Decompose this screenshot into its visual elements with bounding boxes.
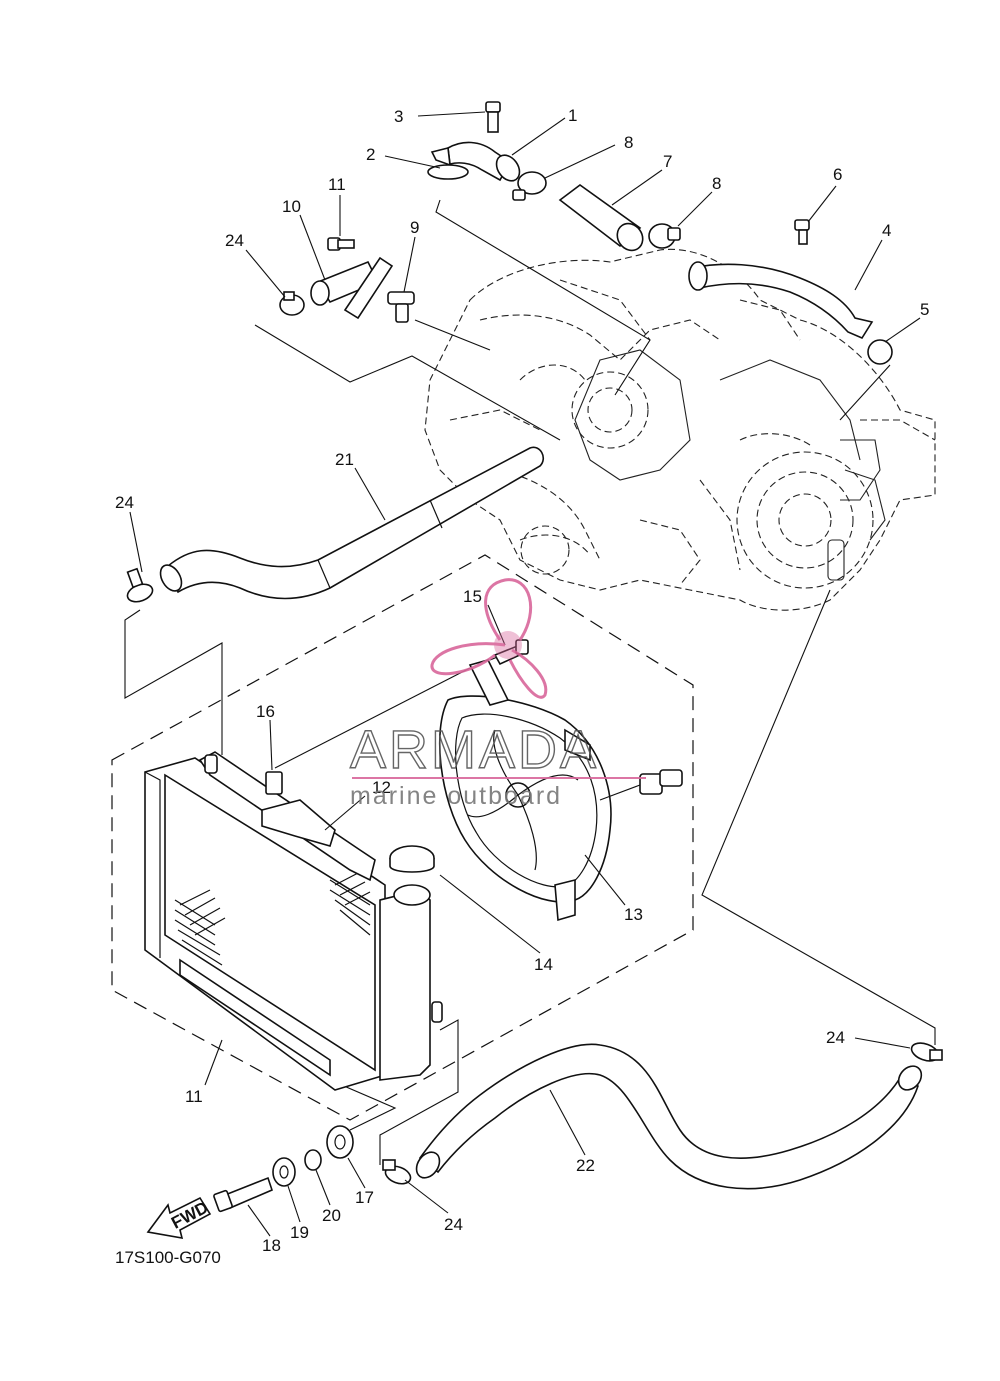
part-15-radiator-cap[interactable]: [389, 845, 435, 906]
part-2-o-ring[interactable]: [427, 164, 469, 180]
forward-direction-arrow: FWD: [146, 1196, 211, 1240]
watermark-tagline: marine outboard: [350, 782, 562, 810]
radiator-assembly-boundary: [111, 554, 694, 1121]
callout-12: 11: [185, 1087, 203, 1106]
part-1-elbow-pipe[interactable]: [430, 141, 524, 185]
callout-23: 22: [576, 1156, 595, 1175]
callout-16: 15: [463, 587, 482, 606]
engine-block-outline: [424, 248, 936, 611]
part-23-lower-hose[interactable]: [412, 1043, 926, 1190]
part-10-water-outlet[interactable]: [310, 256, 394, 320]
part-9-thermo-sensor[interactable]: [387, 291, 415, 323]
part-8-clamp-lower[interactable]: [648, 223, 681, 249]
part-3-bolt[interactable]: [485, 101, 501, 133]
part-24-hose-clamp-top[interactable]: [279, 291, 305, 316]
callout-15: 14: [534, 955, 553, 974]
part-7-hose-section[interactable]: [558, 184, 648, 255]
callout-19: 18: [262, 1236, 281, 1255]
callout-6: 6: [833, 165, 842, 184]
part-8-clamp-upper[interactable]: [512, 171, 547, 201]
part-24-hose-clamp-lower-left[interactable]: [382, 1159, 413, 1187]
part-14-fan-assembly[interactable]: [438, 659, 683, 922]
callout-24-top: 24: [225, 231, 244, 250]
callout-24-left: 24: [115, 493, 134, 512]
part-20-washer[interactable]: [272, 1157, 296, 1187]
callout-4: 4: [882, 221, 891, 240]
callout-24-right: 24: [826, 1028, 845, 1047]
part-24-hose-clamp-lower-right[interactable]: [909, 1040, 943, 1065]
callout-1: 1: [568, 106, 577, 125]
part-4-bypass-pipe[interactable]: [688, 261, 874, 340]
part-13-bracket[interactable]: [261, 799, 336, 847]
callout-14: 13: [624, 905, 643, 924]
callout-leaders: [129, 111, 921, 1237]
callout-9: 9: [410, 218, 419, 237]
callout-18: 17: [355, 1188, 374, 1207]
callout-20: 19: [290, 1223, 309, 1242]
part-5-o-ring[interactable]: [867, 339, 893, 365]
part-17-clip[interactable]: [265, 771, 283, 795]
callout-11: 11: [328, 175, 346, 194]
diagram-code: 17S100-G070: [115, 1248, 221, 1267]
part-19-bolt[interactable]: [213, 1176, 273, 1213]
callout-labels: 3 1 2 8 7 8 6 4 5 9 11 10 24 21 24 15 16…: [115, 106, 929, 1255]
part-16-bolt[interactable]: [493, 639, 529, 666]
callout-2: 2: [366, 145, 375, 164]
callout-22: 21: [335, 450, 354, 469]
part-18-grommet[interactable]: [326, 1125, 354, 1159]
part-11-bolt[interactable]: [327, 237, 355, 251]
armada-watermark: ARMADA marine outboard: [349, 578, 646, 810]
callout-5: 5: [920, 300, 929, 319]
watermark-brand: ARMADA: [350, 720, 599, 780]
part-24-hose-clamp-upper-left[interactable]: [125, 567, 155, 605]
callout-10: 10: [282, 197, 301, 216]
part-21-collar[interactable]: [304, 1149, 322, 1171]
callout-3: 3: [394, 107, 403, 126]
callout-7: 7: [663, 152, 672, 171]
callout-13: 12: [372, 778, 391, 797]
callout-17: 16: [256, 702, 275, 721]
callout-21: 20: [322, 1206, 341, 1225]
part-6-bolt[interactable]: [794, 219, 810, 245]
callout-24-bottom: 24: [444, 1215, 463, 1234]
propeller-logo-icon: [430, 578, 548, 699]
callout-8-lower: 8: [712, 174, 721, 193]
callout-8-upper: 8: [624, 133, 633, 152]
part-22-upper-hose[interactable]: [156, 446, 545, 600]
